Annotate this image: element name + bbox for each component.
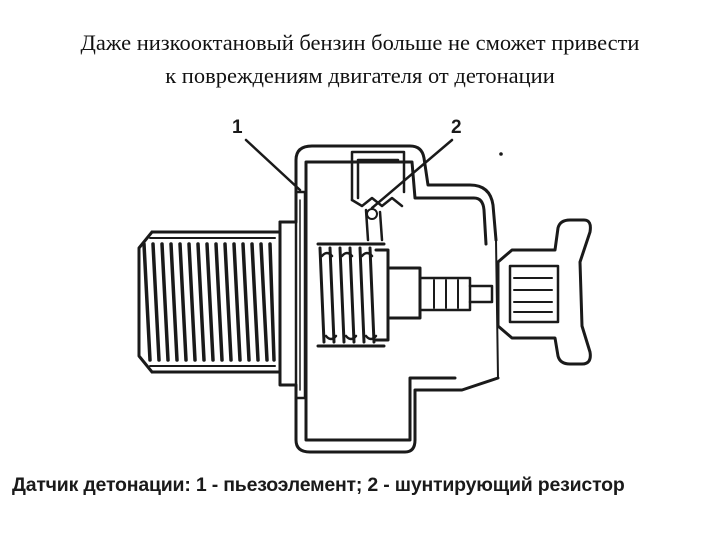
title-line-1: Даже низкооктановый бензин больше не смо… [80, 30, 640, 55]
figure-caption: Датчик детонации: 1 - пьезоэлемент; 2 - … [12, 474, 625, 496]
plug-connector [496, 218, 592, 366]
leader-1 [244, 138, 302, 192]
leader-2 [370, 138, 454, 210]
shunt-resistor [350, 150, 406, 242]
stray-mark [499, 152, 503, 156]
callout-2-label: 2 [451, 117, 462, 138]
callout-leaders [244, 138, 454, 210]
contact-pin [388, 266, 494, 320]
title-line-2: к повреждениям двигателя от детонации [165, 63, 555, 88]
callout-1-label: 1 [232, 117, 243, 138]
spring-coil [316, 242, 390, 348]
piezo-element [294, 190, 307, 400]
slide-title: Даже низкооктановый бензин больше не смо… [0, 26, 720, 92]
knock-sensor-drawing: 1 2 [137, 117, 592, 454]
threaded-stud [137, 230, 282, 374]
